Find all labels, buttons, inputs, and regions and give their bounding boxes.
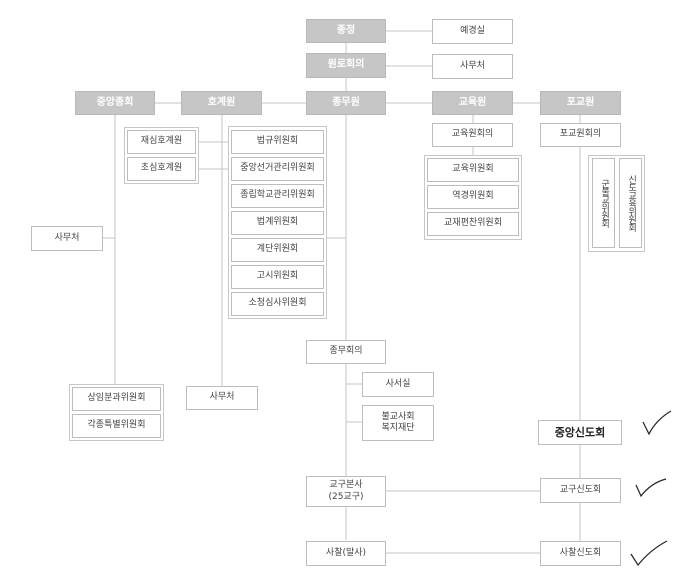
jongjeong-box: 종정	[306, 19, 386, 43]
gyogu-shindo-box: 교구신도회	[540, 478, 621, 503]
pogyowon-box: 포교원	[540, 91, 621, 115]
committee-election: 중앙선거관리위원회	[231, 157, 324, 181]
check-mark-icon	[635, 478, 667, 498]
hogye-samucheo-box: 사무처	[186, 386, 258, 410]
committee-beopgyu: 법규위원회	[231, 130, 324, 154]
chosim-hogye-box: 초심호계원	[127, 157, 196, 181]
committee-socheong: 소청심사위원회	[231, 292, 324, 316]
gyogu-bonsa-box: 교구본사 (25교구)	[306, 476, 386, 507]
jaesim-hogye-box: 재심호계원	[127, 130, 196, 154]
hogyewon-box: 호계원	[181, 91, 262, 115]
sachal-shindo-box: 사찰신도회	[540, 541, 621, 566]
gyoyukwon-box: 교육원	[432, 91, 513, 115]
check-mark-icon	[630, 540, 668, 567]
jungang-samucheo-box: 사무처	[31, 226, 103, 251]
committee-school: 종립학교관리위원회	[231, 184, 324, 208]
gyoyuk-council-box: 교육원회의	[432, 123, 513, 147]
welfare-foundation-box: 불교사회 복지재단	[362, 405, 434, 441]
committee-special: 각종특별위원회	[72, 414, 161, 438]
committee-gyedan: 계단위원회	[231, 238, 324, 262]
samucheo-top-box: 사무처	[432, 54, 513, 79]
committee-standing: 상임분과위원회	[72, 387, 161, 411]
pogyo-council-box: 포교원회의	[540, 123, 621, 147]
jungang-jonghoe-box: 중앙종회	[75, 91, 155, 115]
sachal-box: 사찰(말사)	[306, 541, 386, 566]
jongmu-council-box: 종무회의	[306, 340, 386, 364]
committee-textbook: 교재편찬위원회	[427, 212, 519, 236]
check-mark-icon	[642, 410, 672, 436]
committee-military: 군불교위원회	[592, 158, 615, 248]
yegyeong-box: 예경실	[432, 19, 513, 44]
committee-gosi: 고시위원회	[231, 265, 324, 289]
saseosil-box: 사서실	[362, 372, 434, 397]
committee-yeokgyeong: 역경위원회	[427, 185, 519, 209]
wonro-council-box: 원로회의	[306, 53, 386, 78]
central-shindo-box: 중앙신도회	[538, 420, 622, 445]
committee-shindo-edu: 신도교육위원회	[619, 158, 642, 248]
committee-gyoyuk: 교육위원회	[427, 158, 519, 182]
jongmuwon-box: 종무원	[306, 91, 386, 115]
committee-beopgye: 법계위원회	[231, 211, 324, 235]
